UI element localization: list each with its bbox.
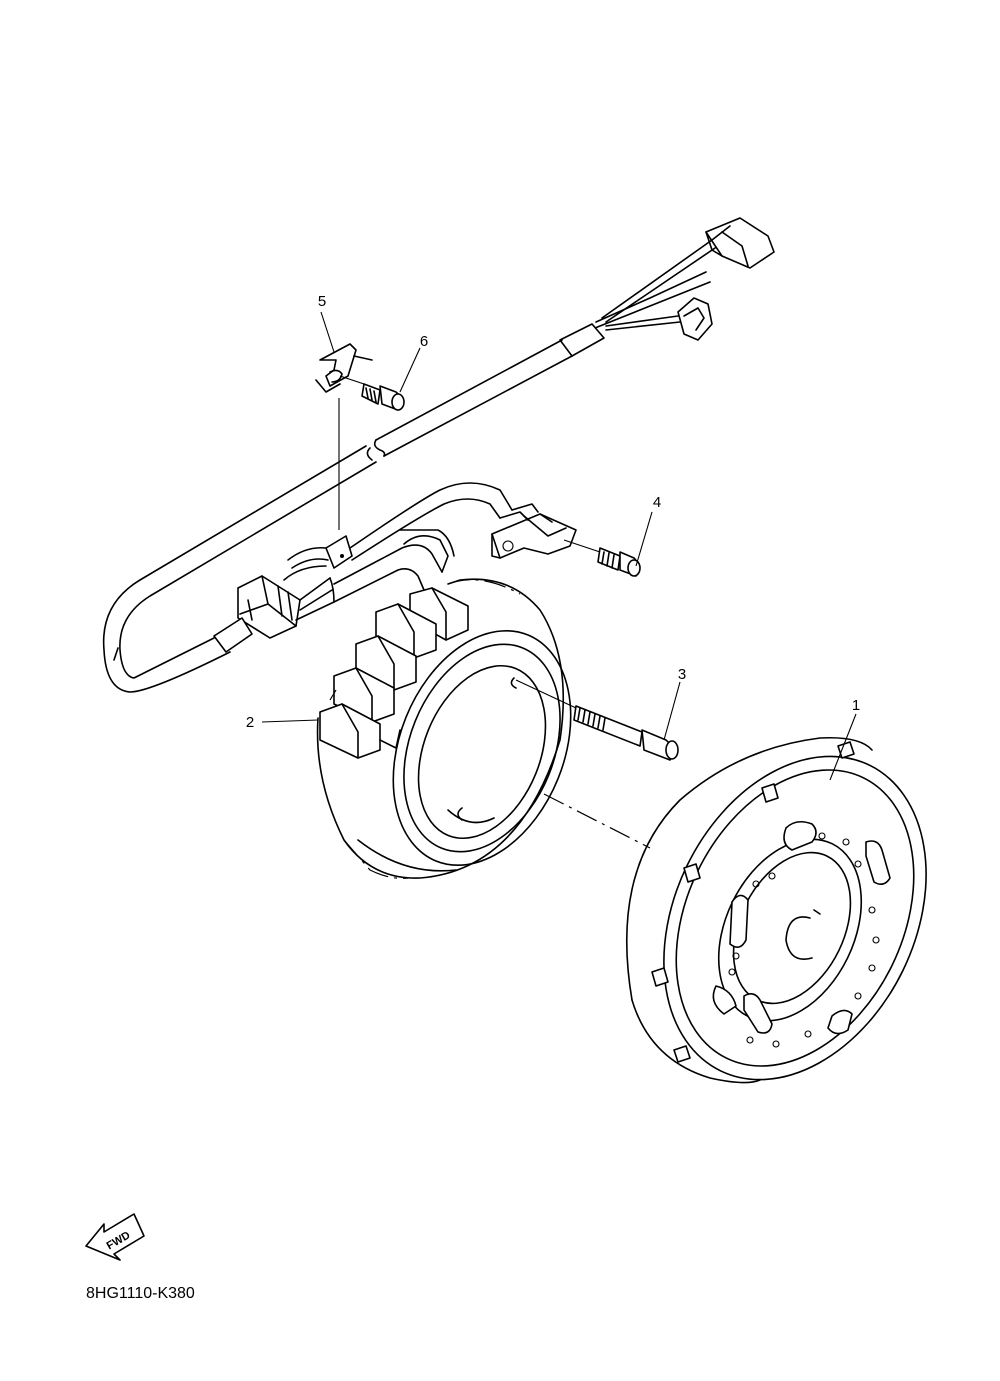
sensor-screw bbox=[563, 539, 641, 577]
callout-3-stator-bolt: 3 bbox=[678, 666, 686, 683]
pickup-sensor bbox=[491, 503, 577, 559]
assembly-center-line bbox=[543, 793, 651, 849]
wire-harness bbox=[102, 217, 775, 693]
callout-1-flywheel: 1 bbox=[852, 697, 860, 714]
callout-leaders bbox=[261, 311, 857, 781]
stator-bolt bbox=[515, 679, 679, 761]
harness-coupler bbox=[213, 575, 335, 653]
callout-6-clamp-screw: 6 bbox=[420, 333, 428, 350]
harness-upper-leads bbox=[589, 239, 719, 331]
callout-4-sensor-screw: 4 bbox=[653, 494, 661, 511]
harness-stator-loom bbox=[283, 482, 513, 603]
stator-coil bbox=[316, 578, 572, 879]
harness-main-connector bbox=[705, 217, 775, 269]
diagram-code: 8HG1110-K380 bbox=[86, 1285, 195, 1302]
callout-2-stator: 2 bbox=[246, 714, 254, 731]
harness-small-plug bbox=[677, 297, 713, 341]
fwd-direction-arrow: FWD bbox=[85, 1213, 145, 1261]
harness-main-cable bbox=[102, 339, 573, 693]
clamp-screw bbox=[339, 375, 405, 411]
harness-sleeve-band bbox=[559, 323, 605, 357]
callout-5-wire-clamp: 5 bbox=[318, 293, 326, 310]
flywheel-rotor bbox=[626, 736, 927, 1084]
wire-clamp bbox=[315, 343, 373, 393]
